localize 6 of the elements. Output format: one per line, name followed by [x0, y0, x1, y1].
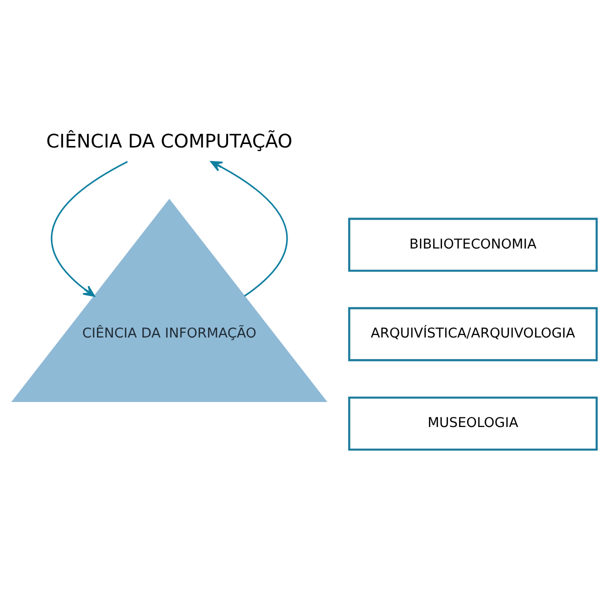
node-box: ARQUIVÍSTICA/ARQUIVOLOGIA: [348, 306, 598, 361]
arrow: [210, 160, 288, 296]
arrow: [50, 160, 128, 296]
node-box: MUSEOLOGIA: [348, 396, 598, 450]
node-text: CIÊNCIA DA COMPUTAÇÃO: [46, 130, 292, 152]
node-box: BIBLIOTECONOMIA: [348, 217, 598, 272]
